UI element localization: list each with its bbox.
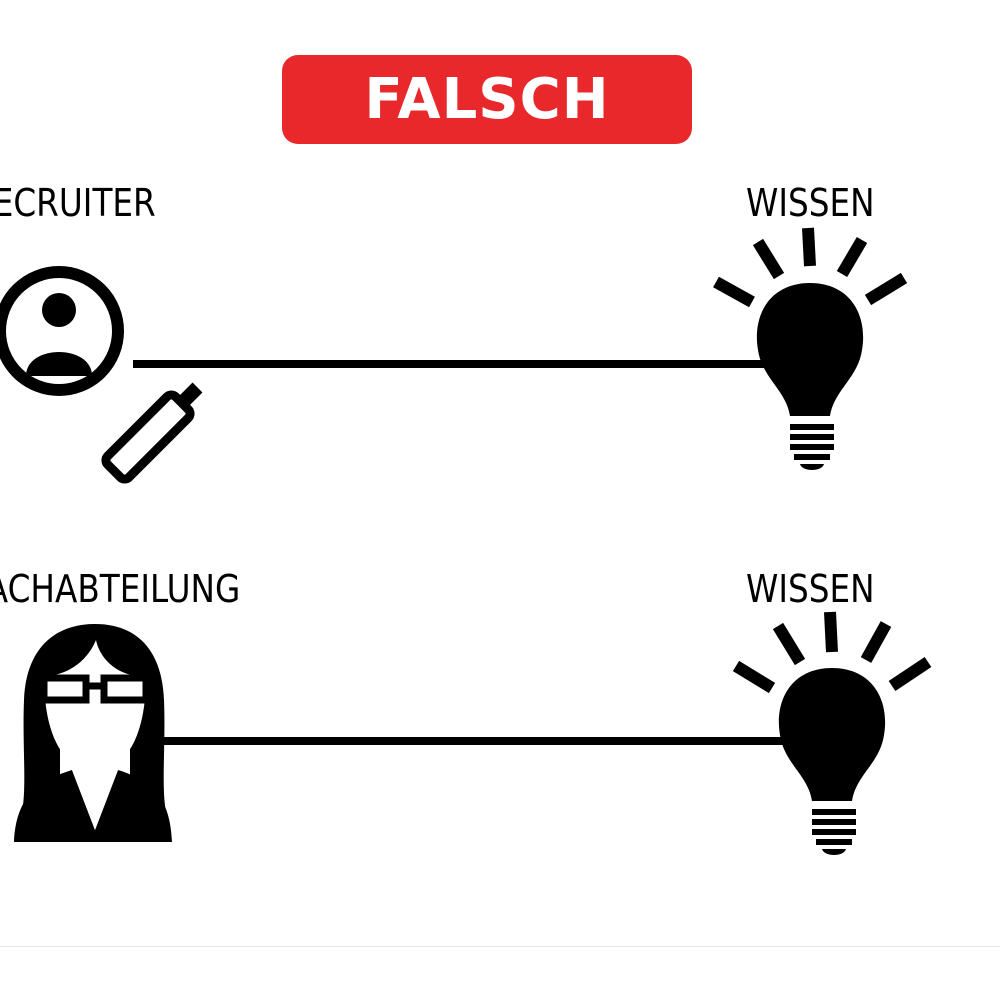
footer-divider: [0, 946, 1000, 947]
woman-with-glasses-icon: [14, 624, 172, 842]
row-1-right-label: WISSEN: [746, 181, 875, 225]
row-2-connector-line: [150, 737, 795, 745]
row-2-right-label: WISSEN: [746, 567, 875, 611]
recruiter-magnifier-icon: [0, 266, 203, 484]
row-1-lightbulb-icon: [713, 227, 908, 470]
status-badge-label: FALSCH: [364, 66, 610, 132]
row-1-left-label: RECRUITER: [0, 181, 156, 225]
status-badge: FALSCH: [282, 55, 692, 144]
row-1-connector-line: [133, 360, 773, 368]
row-2-left-label: FACHABTEILUNG: [0, 567, 241, 611]
row-2-lightbulb-icon: [732, 611, 932, 855]
